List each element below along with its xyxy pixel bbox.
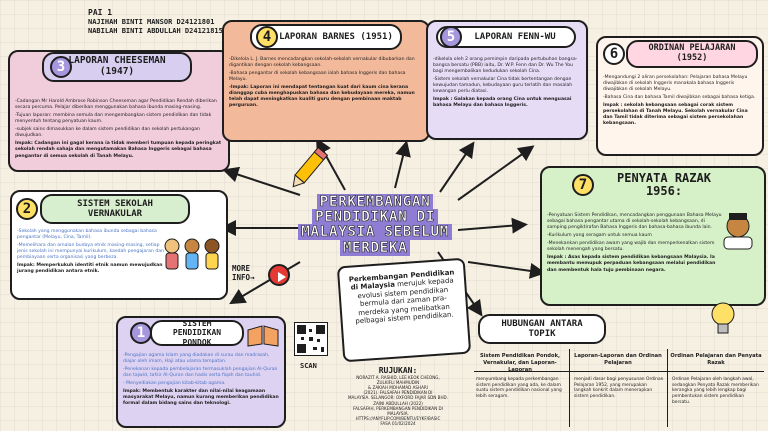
- table-divider: [474, 371, 764, 372]
- badge-2: 2: [16, 198, 38, 220]
- ordinan-body-1: -Mengandungi 2 aliran persekolahan: Pela…: [603, 75, 748, 93]
- ref-line-2: ZULKIFLI MAHMUDIN: [376, 380, 420, 386]
- barnes-body-1: -Dikelola L. J. Barnes mencadangkan seko…: [229, 57, 415, 69]
- qr-code[interactable]: [294, 322, 328, 356]
- cheeseman-body-2: -Tujuan laporan: membina semula dan meng…: [15, 113, 212, 125]
- table-vline-1: [569, 349, 570, 427]
- pondok-body-1: -Pengajian agama Islam yang diadakan di …: [123, 353, 270, 365]
- badge-1: 1: [130, 322, 152, 344]
- intro-box: Perkembangan Pendidikan di Malaysia meru…: [336, 257, 472, 363]
- pencil-icon: [288, 144, 329, 198]
- ref-line-9: HTTPS://ANYFLIP.COM/BENTU/EYKF/BASIC: [355, 415, 441, 421]
- razak-body-2: -Kurikulum yang seragam untuk semua kaum: [547, 233, 652, 239]
- table-cell-3: Ordinan Pelajaran oleh langkah awal, sed…: [672, 377, 759, 405]
- ref-line-1: NORAZIT A. RASHID, LEE KEOK CHEONG,: [356, 375, 440, 380]
- author-1: NAJIHAH BINTI MANSOR D24121801: [88, 18, 215, 26]
- badge-6: 6: [603, 43, 625, 65]
- table-cell-2: menjadi dasar bagi penyusunan Ordinan Pe…: [574, 377, 664, 400]
- header-block: PAI 1 NAJIHAH BINTI MANSOR D24121801 NAB…: [88, 8, 223, 36]
- fennwu-impact: Impak : Galakan kepada orang Cina untuk …: [433, 97, 572, 109]
- references-heading: RUJUKAN:: [378, 366, 418, 375]
- title-fennwu: LAPORAN FENN-WU: [436, 26, 576, 48]
- razak-impact: Impak : Asas kepada sistem pendidikan ke…: [547, 255, 716, 273]
- ref-line-10: FASA 01/02/2024: [380, 420, 416, 426]
- title-razak: PENYATA RAZAK 1956:: [617, 171, 711, 199]
- portrait-icon: [720, 210, 756, 254]
- ref-line-6: ZAINI ABDULLAH (2022): [373, 400, 423, 406]
- title-vernakular: SISTEM SEKOLAH VERNAKULAR: [40, 194, 190, 224]
- fennwu-body-2: -Sistem sekolah vernakular Cina tidak be…: [433, 77, 573, 95]
- ordinan-body-2: -Bahasa Cina dan bahasa Tamil diwajibkan…: [603, 95, 756, 101]
- badge-7: 7: [572, 174, 594, 196]
- table-cell-1: menyumbang kepada perkembangan sistem pe…: [476, 377, 562, 400]
- more-info-line1: MORE: [232, 264, 251, 273]
- pondok-body-2: -Penekanan kepada pembelajaran termasukl…: [123, 367, 278, 379]
- vernakular-body-1: -Sekolah yang menggunakan bahasa ibunda …: [17, 229, 157, 241]
- main-title: PERKEMBANGAN PENDIDIKAN DI MALAYSIA SEBE…: [292, 194, 458, 256]
- table-header-2: Laporan-Laporan dan Ordinan Pelajaran: [574, 353, 662, 366]
- razak-body-1: -Penyatuan Sistem Pendidikan, mencadangk…: [547, 213, 722, 231]
- comparison-table: Sistem Pendidikan Pondok, Vernakular, da…: [474, 347, 764, 429]
- fennwu-body-1: -dikelola oleh 2 orang pemimpin daripada…: [433, 57, 578, 75]
- razak-body-3: -Menekankan pendidikan awam yang wajib d…: [547, 241, 715, 253]
- class-label: PAI 1: [88, 8, 113, 17]
- vernakular-impact: Impak: Memperkukuh identiti etnik namun …: [17, 263, 163, 275]
- more-info-label[interactable]: MORE INFO→: [232, 264, 255, 283]
- vernakular-body-2: -Memelihara dan amalan budaya etnik masi…: [17, 243, 164, 261]
- table-header-1: Sistem Pendidikan Pondok, Vernakular, da…: [479, 353, 560, 373]
- title-pondok: SISTEM PENDIDIKAN PONDOK: [150, 319, 244, 347]
- title-ordinan: ORDINAN PELAJARAN (1952): [626, 40, 758, 68]
- more-info-line2: INFO→: [232, 273, 255, 283]
- cheeseman-impact: Impak: Cadangan ini gagal kerana ia tida…: [15, 141, 222, 159]
- ref-line-8: MALAYSIA.: [387, 410, 409, 416]
- lightbulb-icon: [708, 300, 738, 342]
- book-icon: [246, 324, 280, 352]
- title-hubungan: HUBUNGAN ANTARA TOPIK: [478, 314, 606, 344]
- play-video-icon[interactable]: [268, 264, 290, 286]
- references: RUJUKAN: NORAZIT A. RASHID, LEE KEOK CHE…: [325, 366, 471, 426]
- ordinan-impact: Impak : sekolah kebangsaan sebagai corak…: [603, 103, 748, 127]
- scan-label: SCAN: [300, 362, 317, 370]
- pondok-body-3: - Menyediakan pengajian kitab-kitab agam…: [123, 381, 226, 387]
- cheeseman-body-1: -Cadangan Mr Harold Ambrose Robinson Che…: [15, 99, 217, 111]
- badge-3: 3: [50, 56, 72, 78]
- barnes-impact: -Impak: Laporan ini mendapat tentangan k…: [229, 85, 415, 109]
- author-2: NABILAH BINTI ABDULLAH D24121815: [88, 26, 223, 35]
- pondok-impact: Impak: Membentuk karakter dan nilai-nila…: [123, 389, 279, 407]
- cheeseman-body-3: -subjek sains dimasukkan ke dalam sistem…: [15, 127, 200, 139]
- ref-line-4: (2021). FALSAFAH PENDIDIKAN DI: [363, 390, 433, 396]
- ref-line-7: FALSAFAH, PERKEMBANGAN PENDIDIKAN DI: [353, 405, 443, 411]
- children-illustration: [162, 234, 222, 274]
- table-header-3: Ordinan Pelajaran dan Penyata Razak: [670, 353, 762, 366]
- table-vline-2: [667, 349, 668, 427]
- ref-line-5: MALAYSIA. SELANGOR: OXFORD FAJAR SDN BHD…: [348, 395, 448, 401]
- badge-5: 5: [440, 26, 462, 48]
- ref-line-3: & ZAKIAH MOHAMAD ASHARI: [368, 385, 428, 391]
- badge-4: 4: [256, 26, 278, 48]
- barnes-body-2: -Bahasa pengantar di sekolah kebangsaan …: [229, 71, 406, 83]
